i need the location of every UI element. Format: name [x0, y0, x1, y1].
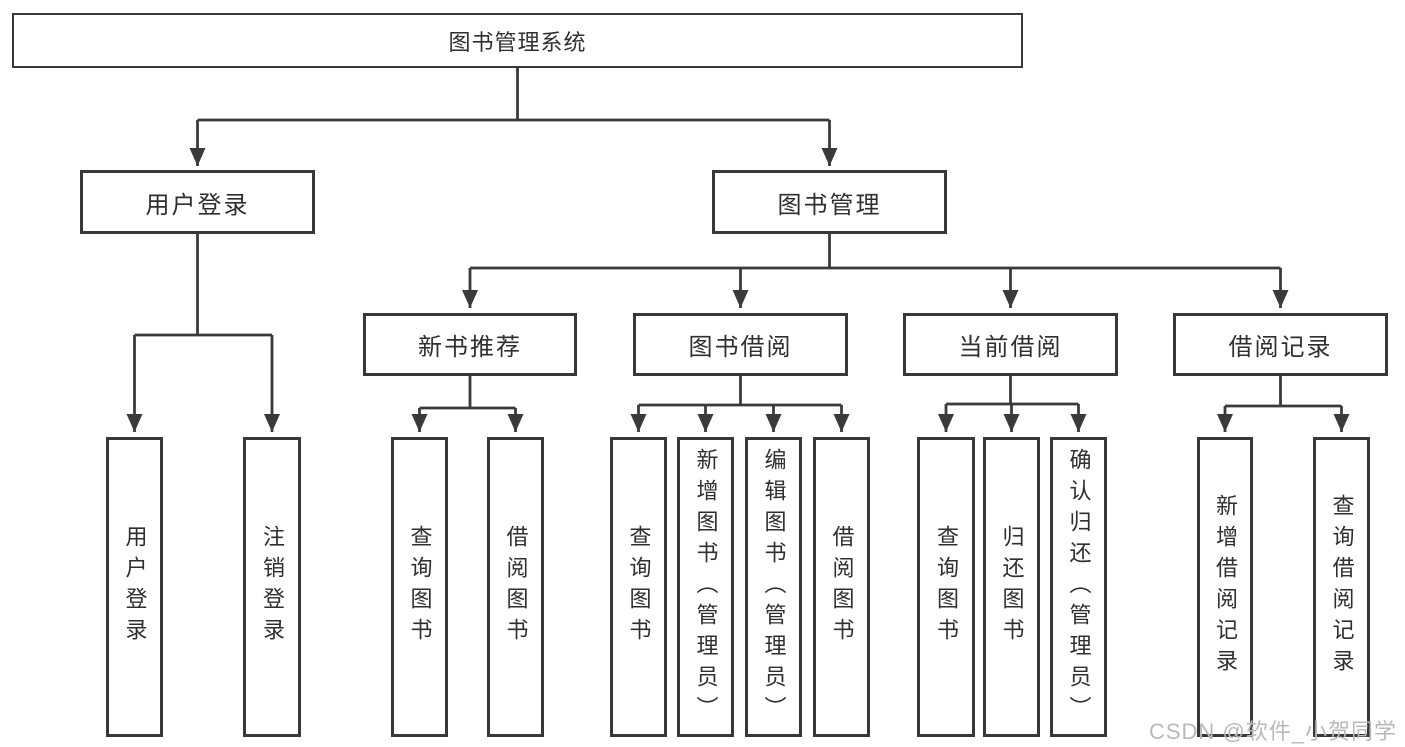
leaf-add-borrow-record: 新增借阅记录	[1197, 437, 1253, 737]
connector-user-login-rail	[134, 234, 272, 337]
connector-book-borrow-rail	[638, 376, 842, 407]
node-borrow-records: 借阅记录	[1173, 313, 1388, 376]
leaf-current-query-books: 查询图书	[917, 437, 975, 737]
leaf-confirm-return-admin: 确认归还（管理员）	[1050, 437, 1107, 737]
connector-new-book-rail	[419, 376, 516, 410]
leaf-newbooks-borrow-books: 借阅图书	[487, 437, 544, 737]
leaf-add-book-admin: 新增图书（管理员）	[677, 437, 734, 737]
connector-root-rail	[197, 68, 830, 122]
csdn-watermark: CSDN @软件_小贺同学	[1148, 719, 1397, 744]
leaf-borrow-borrow-books: 借阅图书	[813, 437, 870, 737]
leaf-user-login: 用户登录	[106, 437, 163, 737]
node-current-borrow: 当前借阅	[903, 313, 1118, 376]
connector-borrow-records-rail	[1225, 376, 1342, 408]
node-root: 图书管理系统	[12, 13, 1023, 68]
node-book-management: 图书管理	[712, 170, 947, 234]
leaf-logout: 注销登录	[243, 437, 301, 737]
connector-book-mgmt-rail	[470, 234, 1281, 270]
node-book-borrow: 图书借阅	[633, 313, 848, 376]
leaf-return-book: 归还图书	[983, 437, 1040, 737]
leaf-edit-book-admin: 编辑图书（管理员）	[745, 437, 802, 737]
leaf-query-borrow-record: 查询借阅记录	[1313, 437, 1370, 737]
node-user-login: 用户登录	[80, 170, 315, 234]
connector-current-borrow-rail	[946, 376, 1079, 406]
leaf-borrow-query-books: 查询图书	[610, 437, 667, 737]
leaf-newbooks-query-books: 查询图书	[391, 437, 448, 737]
node-new-book-recommend: 新书推荐	[363, 313, 577, 376]
